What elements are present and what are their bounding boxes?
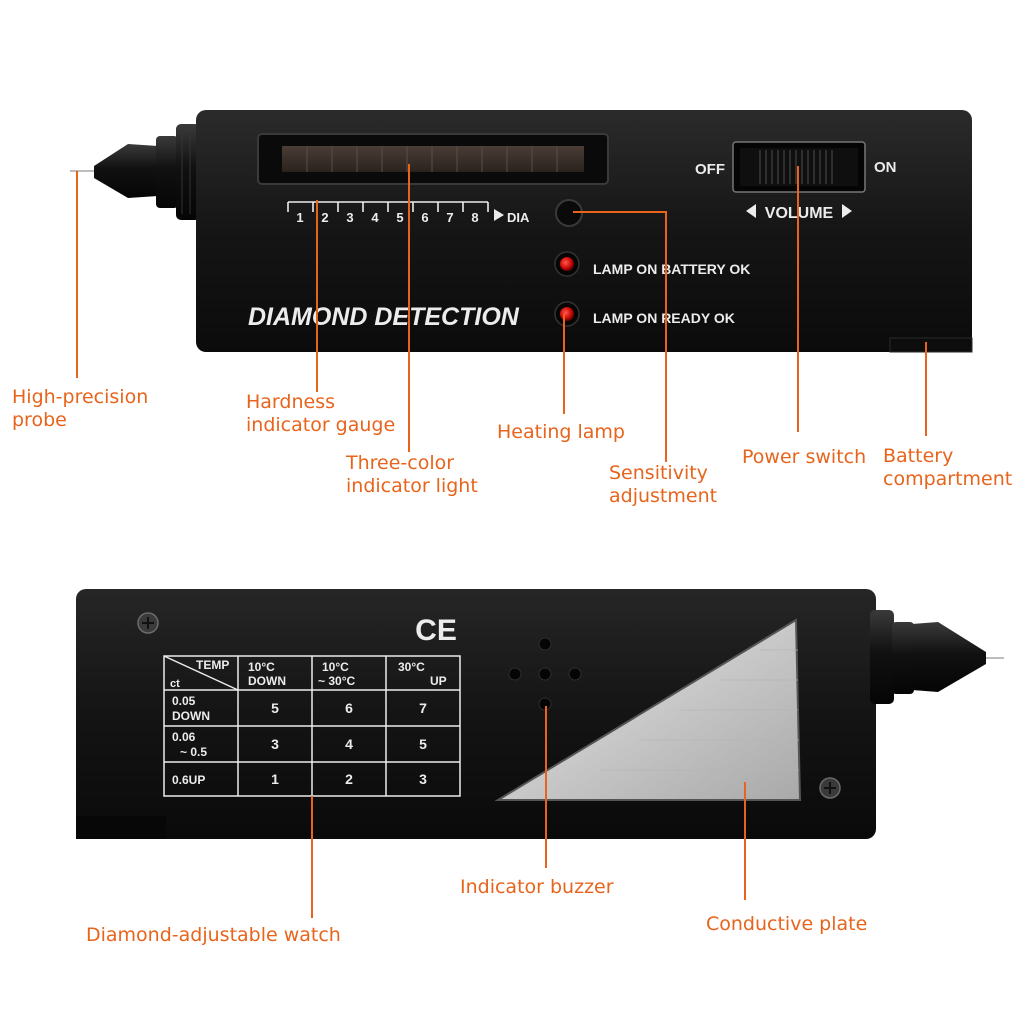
- scale-number: 1: [296, 210, 303, 225]
- row-header: 0.6UP: [172, 773, 205, 787]
- volume-right-arrow-icon: [842, 204, 852, 218]
- scale-end-label: DIA: [507, 210, 530, 225]
- callout-battery: Battery compartment: [883, 445, 1013, 490]
- hardness-scale: [287, 201, 489, 212]
- col-header: 10°C: [248, 660, 275, 674]
- scale-number: 3: [346, 210, 353, 225]
- scale-number: 8: [471, 210, 478, 225]
- row-header: 0.05: [172, 694, 196, 708]
- bottom-device: CE TEMP ct 10°C DOWN 10°C ~ 30°C 30°C UP…: [76, 589, 1004, 860]
- callout-three-color-light: Three-color indicator light: [346, 452, 478, 497]
- col-header: ~ 30°C: [318, 674, 355, 688]
- scale-number: 5: [396, 210, 403, 225]
- table-cell: 2: [345, 771, 353, 787]
- col-header: UP: [430, 674, 447, 688]
- conductive-plate: [494, 618, 802, 801]
- table-cell: 6: [345, 700, 353, 716]
- volume-label: VOLUME: [765, 205, 834, 222]
- scale-arrow-icon: [494, 209, 504, 221]
- table-cell: 7: [419, 700, 427, 716]
- top-device: 1 2 3 4 5 6 7 8 DIA LAMP ON BATTERY OK L…: [70, 110, 973, 462]
- battery-cover: [76, 816, 166, 839]
- callout-probe: High-precision probe: [12, 386, 149, 431]
- callout-heating-lamp: Heating lamp: [497, 421, 625, 443]
- probe: [70, 124, 200, 220]
- callout-watch: Diamond-adjustable watch: [86, 924, 341, 946]
- row-header: ~ 0.5: [180, 745, 207, 759]
- screw-icon: [819, 777, 841, 799]
- battery-compartment[interactable]: [889, 337, 973, 353]
- volume-left-arrow-icon: [746, 204, 756, 218]
- callout-buzzer: Indicator buzzer: [460, 876, 614, 898]
- switch-on-label: ON: [874, 159, 897, 176]
- col-header: 10°C: [322, 660, 349, 674]
- table-cell: 5: [271, 700, 279, 716]
- ce-mark: CE: [415, 614, 457, 647]
- callout-plate: Conductive plate: [706, 913, 868, 935]
- hardness-indicator-gauge: [257, 133, 609, 185]
- lamp-ready-label: LAMP ON READY OK: [593, 310, 735, 326]
- switch-off-label: OFF: [695, 161, 725, 178]
- scale-number: 4: [371, 210, 379, 225]
- callout-hardness-gauge: Hardness indicator gauge: [246, 391, 396, 436]
- col-header: DOWN: [248, 674, 286, 688]
- row-header: 0.06: [172, 730, 196, 744]
- table-cell: 5: [419, 736, 427, 752]
- table-cell: 1: [271, 771, 279, 787]
- scale-number: 7: [446, 210, 453, 225]
- callout-power-switch: Power switch: [742, 446, 867, 468]
- scale-number: 2: [321, 210, 328, 225]
- table-corner-top: TEMP: [196, 658, 229, 672]
- temperature-table: [163, 655, 461, 797]
- probe-bottom: [870, 610, 1004, 704]
- screw-icon: [137, 612, 159, 634]
- scale-number: 6: [421, 210, 428, 225]
- lamp-battery-label: LAMP ON BATTERY OK: [593, 261, 750, 277]
- callout-lines-top: [76, 164, 927, 462]
- callout-lines-bottom: [311, 706, 746, 860]
- table-corner-bottom: ct: [170, 678, 180, 690]
- device-title: DIAMOND DETECTION: [248, 303, 520, 331]
- table-cell: 4: [345, 736, 353, 752]
- row-header: DOWN: [172, 709, 210, 723]
- callout-line-extensions: [311, 860, 746, 918]
- table-cell: 3: [419, 771, 427, 787]
- col-header: 30°C: [398, 660, 425, 674]
- callout-sensitivity: Sensitivity adjustment: [609, 462, 718, 507]
- table-cell: 3: [271, 736, 279, 752]
